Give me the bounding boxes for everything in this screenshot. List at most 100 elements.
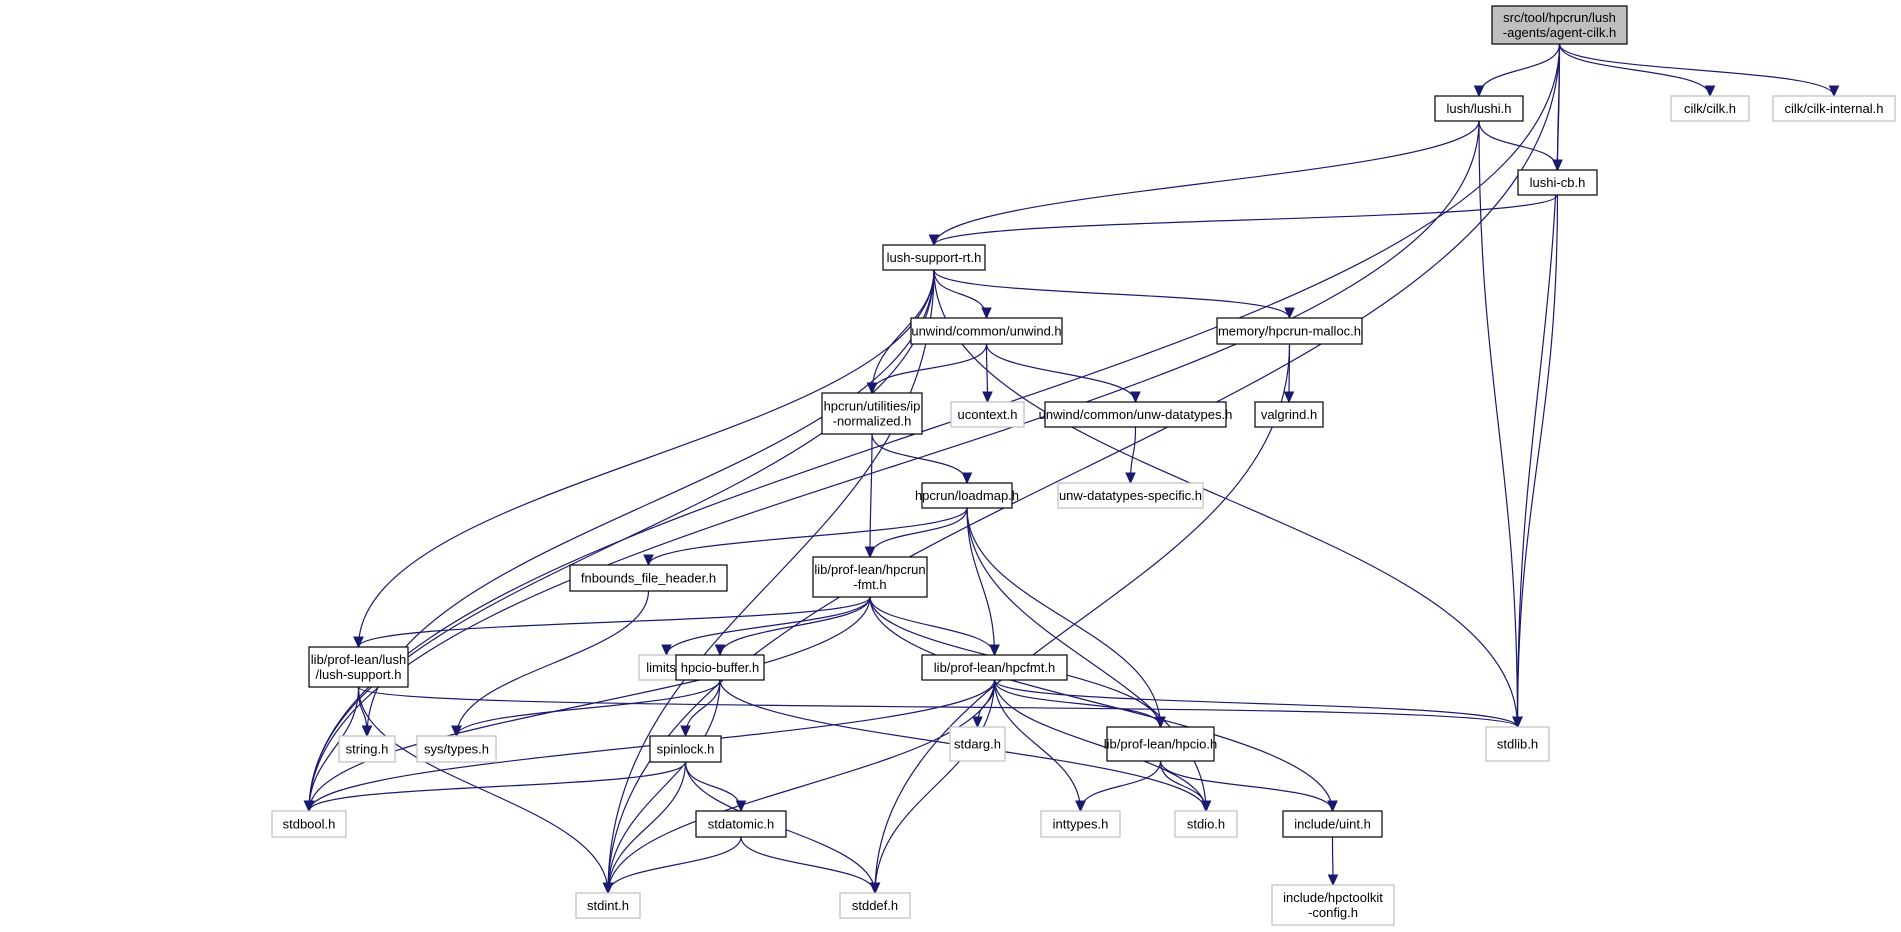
node-box[interactable] bbox=[921, 482, 1013, 509]
node-hpcio-buffer-h[interactable]: hpcio-buffer.h bbox=[675, 654, 765, 681]
node-label: src/tool/hpcrun/lush bbox=[1503, 10, 1616, 25]
edge-line bbox=[933, 120, 1480, 246]
node-label: lib/prof-lean/hpcrun bbox=[814, 562, 925, 577]
edge-line bbox=[993, 679, 1082, 812]
arrowhead-icon bbox=[981, 307, 992, 320]
edge-root-to-cilkint bbox=[1558, 43, 1840, 98]
edge-line bbox=[308, 596, 871, 812]
node-box[interactable] bbox=[649, 735, 722, 763]
node-lib-prof-lean-hpcio-h[interactable]: lib/prof-lean/hpcio.h bbox=[1104, 726, 1217, 762]
node-box[interactable] bbox=[1434, 95, 1524, 122]
arrowhead-icon bbox=[1155, 716, 1166, 729]
node-lush-lushi-h[interactable]: lush/lushi.h bbox=[1434, 95, 1524, 122]
edge-lushicb-to-stdlib bbox=[1512, 194, 1559, 729]
node-fnbounds-file-header-h[interactable]: fnbounds_file_header.h bbox=[569, 564, 728, 592]
node-label: fnbounds_file_header.h bbox=[581, 571, 716, 586]
arrowhead-icon bbox=[1125, 472, 1136, 485]
edge-line bbox=[308, 120, 1480, 812]
node-memory-hpcrun-malloc-h[interactable]: memory/hpcrun-malloc.h bbox=[1216, 317, 1363, 345]
arrowhead-icon bbox=[451, 725, 462, 738]
node-box[interactable] bbox=[921, 654, 1068, 681]
node-unwind-common-unw-datatypes-h[interactable]: unwind/common/unw-datatypes.h bbox=[1039, 401, 1233, 428]
node-box bbox=[839, 892, 911, 919]
node-box[interactable] bbox=[308, 646, 409, 688]
edge-line bbox=[1478, 120, 1519, 728]
node-box[interactable] bbox=[910, 317, 1063, 345]
node-box[interactable] bbox=[812, 556, 928, 598]
node-include-uint-h[interactable]: include/uint.h bbox=[1282, 810, 1383, 838]
arrowhead-icon bbox=[1284, 307, 1295, 320]
edge-line bbox=[874, 343, 1291, 894]
node-label: valgrind.h bbox=[1261, 407, 1317, 422]
node-box[interactable] bbox=[882, 244, 986, 271]
node-stdint-h: stdint.h bbox=[575, 892, 641, 919]
node-box[interactable] bbox=[695, 810, 787, 838]
edge-lushi-to-stdlib bbox=[1478, 120, 1523, 729]
arrowhead-icon bbox=[735, 800, 747, 813]
edge-ipnorm-to-loadmap bbox=[871, 433, 973, 485]
arrowhead-icon bbox=[643, 554, 654, 567]
edge-hpcfmt-to-stddef bbox=[869, 679, 996, 895]
node-hpcrun-loadmap-h[interactable]: hpcrun/loadmap.h bbox=[915, 482, 1019, 509]
node-label: string.h bbox=[346, 742, 389, 757]
node-lib-prof-lean-lush-lush-support-h[interactable]: lib/prof-lean/lush/lush-support.h bbox=[308, 646, 409, 688]
node-label: ucontext.h bbox=[958, 407, 1018, 422]
node-lib-prof-lean-hpcfmt-h[interactable]: lib/prof-lean/hpcfmt.h bbox=[921, 654, 1068, 681]
edge-spinlock-to-stdint bbox=[602, 761, 687, 895]
node-lushi-cb-h[interactable]: lushi-cb.h bbox=[1517, 169, 1598, 196]
node-box[interactable] bbox=[1254, 401, 1324, 428]
arrowhead-icon bbox=[972, 716, 983, 729]
node-box[interactable] bbox=[1216, 317, 1363, 345]
node-label: include/uint.h bbox=[1294, 817, 1371, 832]
arrowhead-icon bbox=[1283, 391, 1295, 404]
arrowhead-icon bbox=[1327, 800, 1338, 813]
node-unwind-common-unwind-h[interactable]: unwind/common/unwind.h bbox=[910, 317, 1063, 345]
edge-hpcio-to-uint bbox=[1159, 760, 1338, 813]
edge-lushsup-to-stdint bbox=[357, 686, 614, 895]
edge-hpcrunfmt-to-limits bbox=[661, 596, 871, 657]
node-valgrind-h[interactable]: valgrind.h bbox=[1254, 401, 1324, 428]
node-box[interactable] bbox=[569, 564, 728, 592]
edge-line bbox=[357, 686, 609, 894]
node-box[interactable] bbox=[1044, 401, 1227, 428]
nodes-layer: src/tool/hpcrun/lush-agents/agent-cilk.h… bbox=[271, 5, 1896, 926]
edge-line bbox=[665, 596, 871, 656]
edge-hpciobuf-to-spinlock bbox=[680, 679, 721, 738]
node-box[interactable] bbox=[1106, 726, 1215, 762]
node-hpcrun-utilities-ip-normalized-h[interactable]: hpcrun/utilities/ip-normalized.h bbox=[821, 392, 923, 435]
node-label: lush/lushi.h bbox=[1446, 101, 1511, 116]
edge-uint-to-hpcconf bbox=[1327, 836, 1339, 887]
edge-line bbox=[1478, 43, 1561, 97]
node-src-tool-hpcrun-lush-agents-agent-cilk-h[interactable]: src/tool/hpcrun/lush-agents/agent-cilk.h bbox=[1491, 5, 1628, 45]
edge-hpcrunfmt-to-lushsup bbox=[353, 596, 871, 649]
edge-hpcio-to-inttypes bbox=[1075, 760, 1162, 813]
node-spinlock-h[interactable]: spinlock.h bbox=[649, 735, 722, 763]
edge-line bbox=[993, 679, 1162, 728]
node-lib-prof-lean-hpcrun-fmt-h[interactable]: lib/prof-lean/hpcrun-fmt.h bbox=[812, 556, 928, 598]
node-box[interactable] bbox=[1282, 810, 1383, 838]
node-lush-support-rt-h[interactable]: lush-support-rt.h bbox=[882, 244, 986, 271]
arrowhead-icon bbox=[1327, 874, 1339, 887]
node-box[interactable] bbox=[675, 654, 765, 681]
edge-line bbox=[869, 507, 968, 558]
node-box[interactable] bbox=[1517, 169, 1598, 196]
node-sys-types-h: sys/types.h bbox=[416, 735, 497, 763]
arrowhead-icon bbox=[866, 382, 878, 395]
edge-root-to-stdbool bbox=[303, 43, 1561, 813]
edge-lsrt-to-stdbool bbox=[303, 269, 935, 813]
edge-unwdt-to-unwdts bbox=[1125, 426, 1137, 485]
node-stdatomic-h[interactable]: stdatomic.h bbox=[695, 810, 787, 838]
node-box[interactable] bbox=[821, 392, 923, 435]
arrowhead-icon bbox=[1075, 800, 1086, 813]
edge-line bbox=[455, 679, 721, 737]
node-cilk-cilk-h: cilk/cilk.h bbox=[1670, 95, 1750, 122]
node-string-h: string.h bbox=[338, 735, 396, 763]
arrowhead-icon bbox=[989, 644, 1000, 657]
edge-line bbox=[966, 507, 1162, 728]
node-stdlib-h: stdlib.h bbox=[1485, 726, 1550, 762]
edge-line bbox=[684, 679, 721, 737]
node-box bbox=[950, 401, 1025, 428]
edge-line bbox=[308, 686, 360, 812]
node-box[interactable] bbox=[1491, 5, 1628, 45]
